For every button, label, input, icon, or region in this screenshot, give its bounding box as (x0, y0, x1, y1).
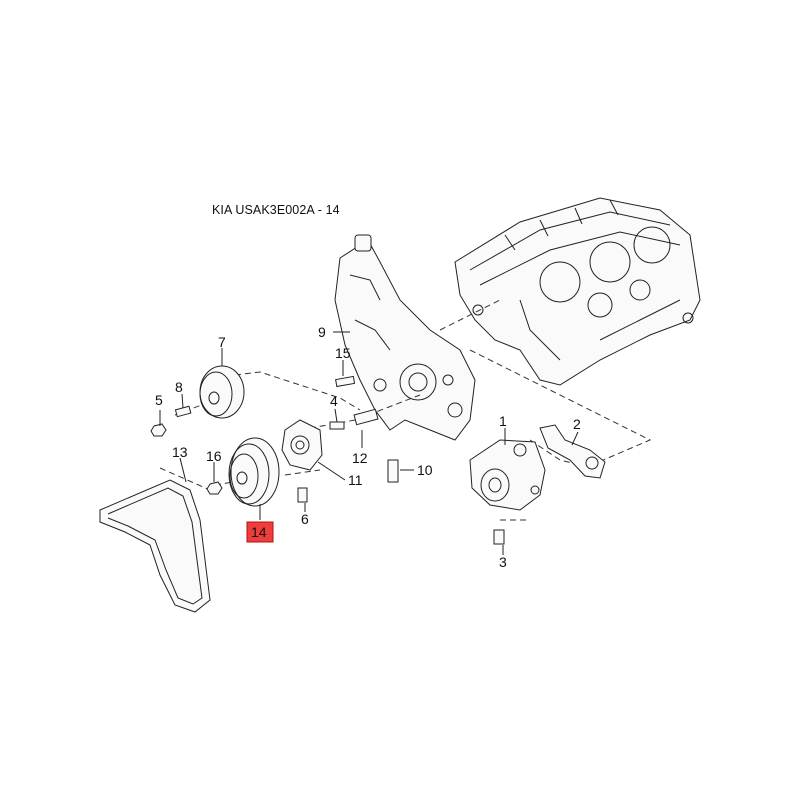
callout-15: 15 (335, 345, 351, 361)
bolt-10 (387, 459, 399, 483)
engine-block (454, 197, 701, 386)
bolt-8 (174, 405, 192, 418)
callout-14: 14 (251, 524, 267, 540)
water-pump (469, 439, 546, 511)
callout-16: 16 (206, 448, 222, 464)
bolt-3 (493, 529, 505, 545)
idler-pulley (199, 365, 245, 419)
water-pump-pulley (228, 437, 280, 507)
callout-3: 3 (499, 554, 507, 570)
mounting-bracket (334, 234, 476, 441)
callout-5: 5 (155, 392, 163, 408)
callout-1: 1 (499, 413, 507, 429)
callout-7: 7 (218, 334, 226, 350)
nut-5 (150, 423, 167, 437)
callout-9: 9 (318, 324, 326, 340)
callout-13: 13 (172, 444, 188, 460)
callout-10: 10 (417, 462, 433, 478)
bolt-6 (297, 487, 308, 503)
callout-6: 6 (301, 511, 309, 527)
drive-belt (99, 479, 211, 613)
leader-lines (159, 331, 579, 555)
callout-14-highlight (246, 521, 274, 543)
callout-8: 8 (175, 379, 183, 395)
bolt-15 (335, 375, 356, 388)
bolt-4 (329, 421, 345, 430)
stud-12 (353, 408, 379, 426)
tensioner (281, 419, 323, 471)
nut-16 (206, 481, 223, 495)
callout-2: 2 (573, 416, 581, 432)
callout-12: 12 (352, 450, 368, 466)
callout-labels: 1 2 3 4 5 6 7 8 9 10 11 12 13 14 15 16 (155, 324, 581, 570)
callout-4: 4 (330, 393, 338, 409)
diagram-title: KIA USAK3E002A - 14 (212, 203, 340, 217)
callout-11: 11 (348, 472, 363, 488)
gasket (539, 424, 606, 479)
